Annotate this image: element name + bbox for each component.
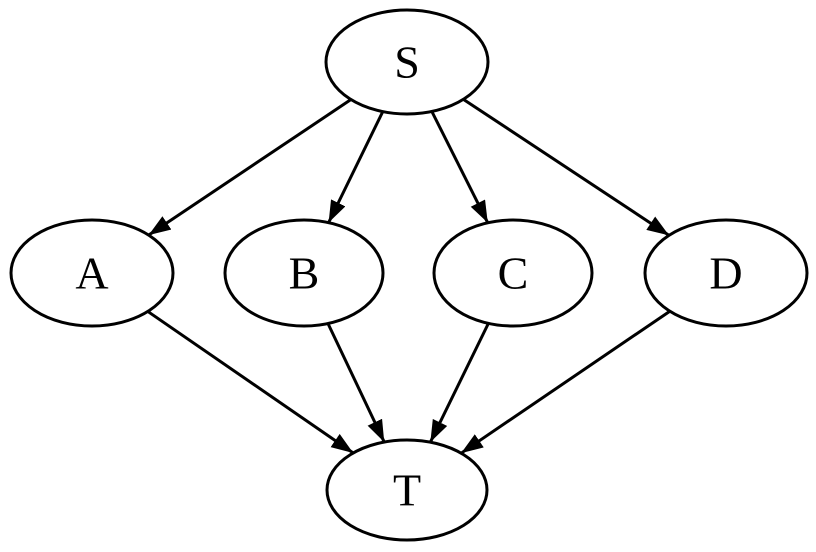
node-T-label: T — [393, 465, 421, 516]
edge-S-to-C — [430, 110, 490, 224]
node-C-label: C — [498, 248, 529, 299]
node-D-label: D — [709, 248, 742, 299]
edges-layer — [146, 98, 671, 455]
node-T-ellipse — [325, 438, 489, 542]
node-D: D — [643, 218, 809, 328]
node-A-ellipse — [9, 218, 175, 328]
nodes-layer: S A B C D T — [9, 8, 809, 542]
node-C: C — [432, 218, 594, 328]
edge-S-to-A — [147, 98, 352, 237]
node-B-label: B — [289, 248, 320, 299]
edge-A-to-T — [146, 310, 355, 455]
node-A-label: A — [75, 248, 108, 299]
node-A: A — [9, 218, 175, 328]
node-S-ellipse — [324, 8, 490, 116]
node-S: S — [324, 8, 490, 116]
node-S-label: S — [394, 37, 420, 88]
node-T: T — [325, 438, 489, 542]
node-C-ellipse — [432, 218, 594, 328]
edge-S-to-B — [327, 110, 385, 224]
edge-D-to-T — [460, 309, 671, 455]
edge-S-to-D — [462, 98, 670, 237]
edge-B-to-T — [326, 322, 386, 443]
node-B: B — [223, 218, 385, 328]
node-D-ellipse — [643, 218, 809, 328]
edge-C-to-T — [429, 322, 490, 443]
node-B-ellipse — [223, 218, 385, 328]
